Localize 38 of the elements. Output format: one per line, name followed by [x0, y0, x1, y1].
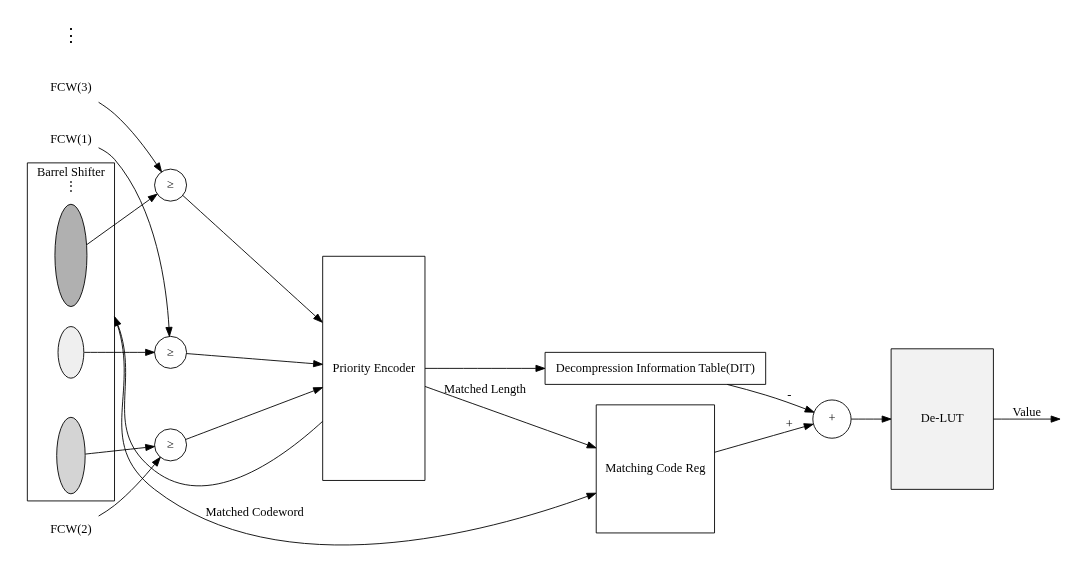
arrow	[850, 415, 892, 423]
node-box: Priority Encoder	[322, 255, 426, 481]
edge-label: Matched Length	[444, 381, 526, 396]
arrow	[424, 385, 597, 448]
arrow	[993, 415, 1061, 423]
arrow	[185, 386, 323, 440]
arrow	[714, 422, 814, 453]
node-ellipse	[56, 416, 86, 494]
node-text: FCW(2)	[50, 521, 92, 536]
node-box: Decompression Information Table(DIT)	[544, 351, 767, 385]
node-circle: +	[812, 399, 852, 439]
edge-label: -	[787, 387, 792, 402]
node-ellipse	[57, 325, 85, 379]
node-circle: ≥	[154, 427, 187, 461]
arrow	[85, 443, 156, 454]
edge-label: Matched Codeword	[205, 504, 304, 519]
arrow	[86, 193, 158, 245]
node-text: FCW(1)	[50, 131, 92, 146]
arrow	[98, 456, 161, 516]
arrow	[114, 315, 597, 545]
arrow	[114, 315, 324, 486]
arrow	[182, 194, 323, 323]
arrow	[98, 146, 173, 337]
node-box: De-LUT	[890, 347, 994, 490]
node-ellipse	[54, 203, 88, 307]
arrow	[726, 383, 815, 413]
node-box: Matching Code Reg	[595, 403, 715, 533]
node-circle: ≥	[154, 168, 187, 202]
cluster: Barrel Shifter ⋮	[26, 161, 115, 501]
edge-label: +	[785, 416, 793, 431]
arrow	[424, 364, 546, 372]
edge-label: Value	[1012, 404, 1041, 419]
arrow	[186, 352, 323, 367]
arrow	[98, 101, 162, 172]
arrow	[83, 348, 155, 356]
node-text: FCW(3)	[50, 79, 92, 94]
label: ⋮	[61, 24, 80, 45]
node-circle: ≥	[154, 335, 187, 369]
